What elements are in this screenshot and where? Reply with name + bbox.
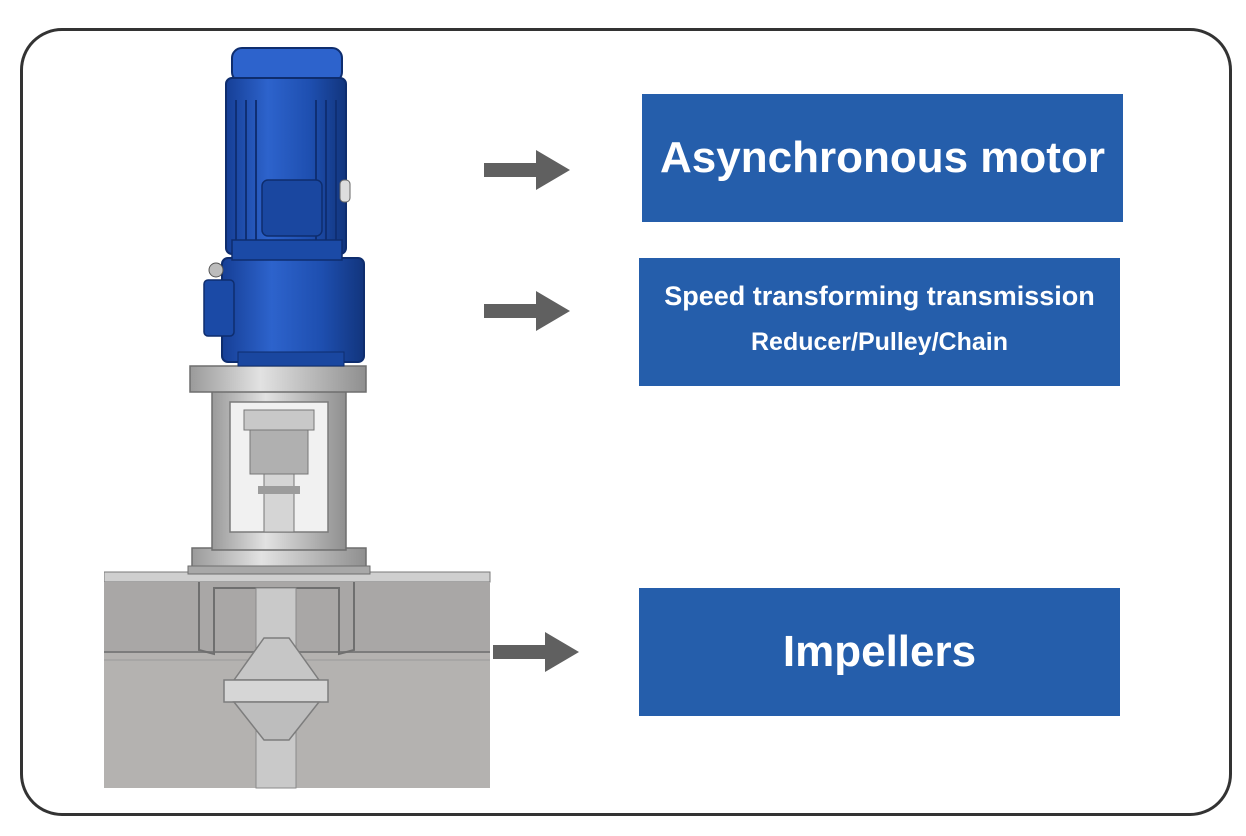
motor-label: Asynchronous motor — [660, 133, 1105, 182]
impellers-label-box: Impellers — [639, 588, 1120, 716]
transmission-label: Speed transforming transmission — [664, 281, 1095, 311]
right-arrow-icon — [484, 291, 570, 331]
agitator-illustration — [104, 47, 491, 789]
impeller-hub — [223, 637, 329, 741]
upper-flange — [189, 365, 367, 393]
right-arrow-icon — [493, 632, 579, 672]
right-arrow-icon — [484, 150, 570, 190]
tank-section — [104, 571, 491, 788]
transmission-sublabel: Reducer/Pulley/Chain — [750, 328, 1009, 356]
motor-body — [225, 47, 351, 261]
transmission-label-box: Speed transforming transmission Reducer/… — [639, 258, 1120, 386]
gear-reducer — [203, 257, 365, 367]
coupling-housing — [211, 389, 347, 551]
impellers-label: Impellers — [782, 627, 977, 676]
motor-label-box: Asynchronous motor — [642, 94, 1123, 222]
